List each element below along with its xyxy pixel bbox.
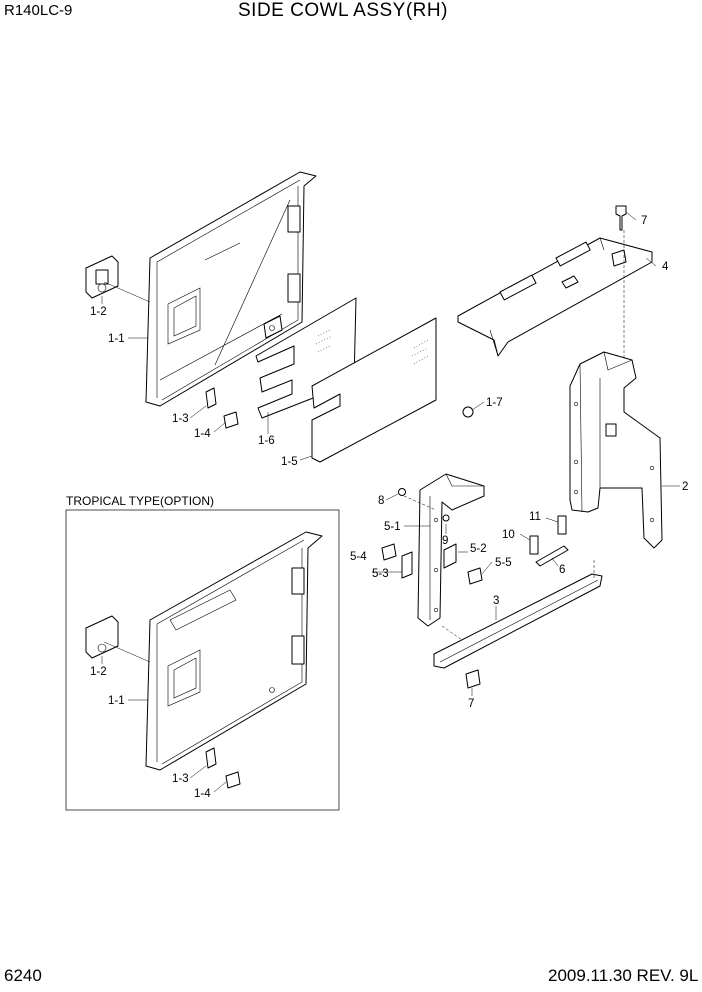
callout-7-bottom: 7 [468,698,474,710]
grommet-part [462,406,474,418]
callout-10: 10 [502,529,515,541]
stay-bar-part [433,573,603,669]
side-door-standard [145,171,317,407]
callout-7-top: 7 [641,215,647,227]
door-latch-part-tropical [85,615,119,659]
model-number: R140LC-9 [4,2,73,19]
stay-bracket-part [205,387,217,409]
callout-1-4: 1-4 [194,428,211,440]
bolt-part-5-5 [467,567,483,585]
callout-5-3: 5-3 [372,568,389,580]
callout-6: 6 [559,564,565,576]
callout-1-1-tropical: 1-1 [108,695,125,707]
callout-1-1: 1-1 [108,333,125,345]
option-box-label: TROPICAL TYPE(OPTION) [66,494,215,508]
panel-part-1-5 [311,317,437,463]
bolt-part-10 [529,535,539,555]
plate-part-6 [535,545,569,567]
bolt-part-8 [398,488,406,496]
bolt-top-part [615,205,627,231]
door-latch-part [85,255,119,299]
bolt-part-11 [557,515,567,535]
side-door-tropical [145,531,323,771]
bolt-part [223,411,239,429]
bolt-part-tropical [225,771,241,789]
page-title: SIDE COWL ASSY(RH) [238,0,448,21]
callout-1-2-tropical: 1-2 [90,666,107,678]
callout-1-5: 1-5 [281,456,298,468]
callout-1-2: 1-2 [90,306,107,318]
callout-9: 9 [442,535,448,547]
callout-4: 4 [662,261,669,273]
callout-11: 11 [529,511,541,523]
callout-5-2: 5-2 [470,543,487,555]
support-plate-part [457,237,653,357]
bracket-part-5-3 [401,551,413,579]
callout-5-5: 5-5 [495,557,512,569]
option-frame [65,509,340,811]
page-number: 6240 [4,966,42,985]
callout-5-1: 5-1 [384,521,401,533]
callout-1-3-tropical: 1-3 [172,773,189,785]
washer-part-9 [442,514,450,522]
frame-bracket-part [417,473,485,627]
bolt-bottom-part [465,669,481,689]
callout-1-7: 1-7 [486,397,503,409]
callout-1-4-tropical: 1-4 [194,788,211,800]
callout-2: 2 [682,481,688,493]
revision-date: 2009.11.30 REV. 9L [548,966,699,985]
bracket-part-5-2 [443,543,457,569]
stay-bracket-part-tropical [205,747,217,769]
callout-8: 8 [378,495,384,507]
leader-lines [101,211,680,793]
side-bracket-part [569,351,663,549]
callout-5-4: 5-4 [350,551,367,563]
callout-1-6: 1-6 [258,435,275,447]
callout-3: 3 [493,595,499,607]
callout-1-3: 1-3 [172,413,189,425]
bolt-part-5-4 [381,543,397,561]
